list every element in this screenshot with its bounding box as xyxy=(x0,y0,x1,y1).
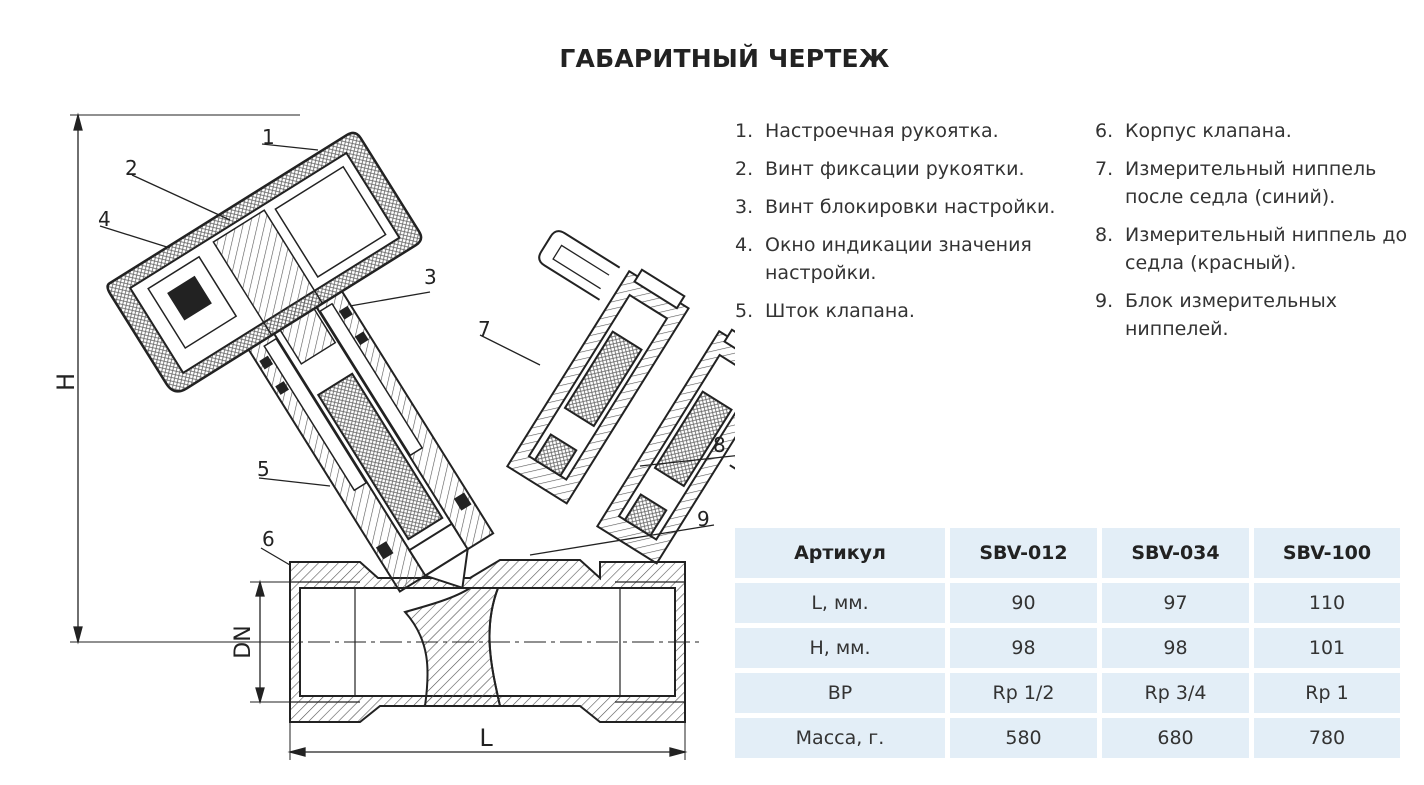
table-cell: 780 xyxy=(1254,718,1400,758)
table-cell: Rp 3/4 xyxy=(1102,673,1249,713)
dimension-dn-label: DN xyxy=(231,625,256,658)
callout-3: 3 xyxy=(424,265,437,289)
callout-4: 4 xyxy=(98,207,111,231)
table-cell: 680 xyxy=(1102,718,1249,758)
table-cell: L, мм. xyxy=(735,583,945,623)
table-cell: 110 xyxy=(1254,583,1400,623)
valve-drawing: H DN L xyxy=(52,112,735,760)
table-cell: 98 xyxy=(950,628,1097,668)
legend-item: 8.Измерительный ниппель до седла (красны… xyxy=(1095,224,1408,274)
legend-item: 9.Блок измерительных ниппелей. xyxy=(1095,290,1337,340)
spec-table: Артикул SBV-012 SBV-034 SBV-100 L, мм. 9… xyxy=(730,523,1405,763)
dimension-l xyxy=(287,722,688,760)
legend-right: 6.Корпус клапана. 7.Измерительный ниппел… xyxy=(1095,117,1415,353)
page-title: ГАБАРИТНЫЙ ЧЕРТЕЖ xyxy=(559,44,890,73)
legend-item: 4.Окно индикации значения настройки. xyxy=(735,234,1032,284)
table-cell: Rp 1/2 xyxy=(950,673,1097,713)
table-cell: 90 xyxy=(950,583,1097,623)
legend-item: 3.Винт блокировки настройки. xyxy=(735,196,1056,218)
handle-assembly xyxy=(106,131,423,393)
table-cell: H, мм. xyxy=(735,628,945,668)
callout-5: 5 xyxy=(257,457,270,481)
table-header-cell: SBV-100 xyxy=(1254,528,1400,578)
callout-leaders xyxy=(99,143,735,566)
callout-7: 7 xyxy=(478,317,491,341)
table-header-cell: Артикул xyxy=(735,528,945,578)
table-cell: 580 xyxy=(950,718,1097,758)
nipple-8 xyxy=(595,328,735,565)
table-cell: 98 xyxy=(1102,628,1249,668)
legend-item: 6.Корпус клапана. xyxy=(1095,120,1292,142)
legend-item: 7.Измерительный ниппель после седла (син… xyxy=(1095,158,1377,208)
legend-item: 2.Винт фиксации рукоятки. xyxy=(735,158,1025,180)
table-cell: 101 xyxy=(1254,628,1400,668)
callout-8: 8 xyxy=(713,433,726,457)
legend-item: 5.Шток клапана. xyxy=(735,300,915,322)
legend-left: 1.Настроечная рукоятка. 2.Винт фиксации … xyxy=(735,117,1095,335)
table-row: H, мм. 98 98 101 xyxy=(735,628,1400,668)
callout-1: 1 xyxy=(262,125,275,149)
table-header-cell: SBV-034 xyxy=(1102,528,1249,578)
legend-item: 1.Настроечная рукоятка. xyxy=(735,120,999,142)
table-cell: 97 xyxy=(1102,583,1249,623)
table-row: ВР Rp 1/2 Rp 3/4 Rp 1 xyxy=(735,673,1400,713)
valve-body xyxy=(289,559,686,723)
table-row: Масса, г. 580 680 780 xyxy=(735,718,1400,758)
dimension-h-label: H xyxy=(52,373,80,391)
callout-6: 6 xyxy=(262,527,275,551)
table-cell: ВР xyxy=(735,673,945,713)
table-cell: Rp 1 xyxy=(1254,673,1400,713)
dimension-l-label: L xyxy=(479,724,493,752)
table-header-row: Артикул SBV-012 SBV-034 SBV-100 xyxy=(735,528,1400,578)
callout-2: 2 xyxy=(125,156,138,180)
table-header-cell: SBV-012 xyxy=(950,528,1097,578)
dimension-h xyxy=(70,112,300,645)
dimension-dn xyxy=(250,579,290,705)
table-row: L, мм. 90 97 110 xyxy=(735,583,1400,623)
callout-9: 9 xyxy=(697,507,710,531)
nipple-7 xyxy=(505,230,690,505)
table-cell: Масса, г. xyxy=(735,718,945,758)
